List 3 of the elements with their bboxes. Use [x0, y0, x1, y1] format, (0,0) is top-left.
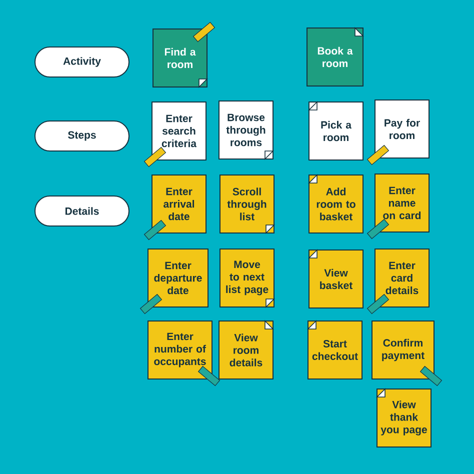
row-label-pill: Activity	[34, 46, 130, 78]
row-label-pill: Details	[34, 196, 130, 226]
row-label-pill: Steps	[34, 120, 130, 152]
